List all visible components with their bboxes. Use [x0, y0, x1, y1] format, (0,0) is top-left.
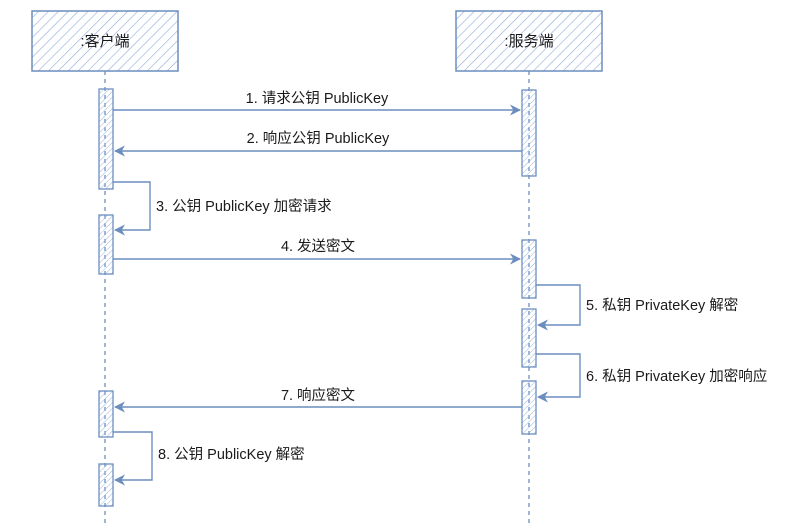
message-1: 1. 请求公钥 PublicKey	[113, 90, 522, 116]
message-4: 4. 发送密文	[113, 238, 522, 265]
message-7: 7. 响应密文	[113, 386, 522, 413]
activation-client-2	[98, 214, 114, 275]
activation-client-4	[98, 463, 114, 507]
participant-client-box	[31, 10, 179, 72]
message-2: 2. 响应公钥 PublicKey	[113, 129, 522, 157]
participant-client: :客户端	[31, 10, 179, 72]
message-8-arrow	[113, 431, 153, 486]
message-5-arrow	[536, 284, 581, 331]
activation-server-4	[521, 380, 537, 435]
message-3-label: 3. 公钥 PublicKey 加密请求	[156, 198, 332, 215]
message-4-label: 4. 发送密文	[281, 238, 356, 255]
message-8: 8. 公钥 PublicKey 解密	[113, 431, 305, 486]
participant-client-label: :客户端	[80, 33, 129, 50]
message-5-label: 5. 私钥 PrivateKey 解密	[586, 297, 738, 314]
message-5: 5. 私钥 PrivateKey 解密	[536, 284, 738, 331]
message-3-arrow	[113, 181, 151, 236]
participant-server: :服务端	[455, 10, 603, 72]
message-6-label: 6. 私钥 PrivateKey 加密响应	[586, 367, 767, 385]
activation-server-1	[521, 89, 537, 177]
message-3: 3. 公钥 PublicKey 加密请求	[113, 181, 332, 236]
message-6: 6. 私钥 PrivateKey 加密响应	[536, 353, 767, 403]
activation-client-3	[98, 390, 114, 438]
message-8-label: 8. 公钥 PublicKey 解密	[158, 446, 305, 463]
participant-server-box	[455, 10, 603, 72]
message-7-label: 7. 响应密文	[281, 386, 356, 404]
activation-server-2	[521, 239, 537, 299]
message-6-arrow	[536, 353, 581, 403]
message-2-label: 2. 响应公钥 PublicKey	[247, 129, 390, 147]
message-1-label: 1. 请求公钥 PublicKey	[246, 90, 389, 107]
activation-server-3	[521, 308, 537, 368]
activation-client-1	[98, 88, 114, 190]
participant-server-label: :服务端	[504, 33, 553, 50]
